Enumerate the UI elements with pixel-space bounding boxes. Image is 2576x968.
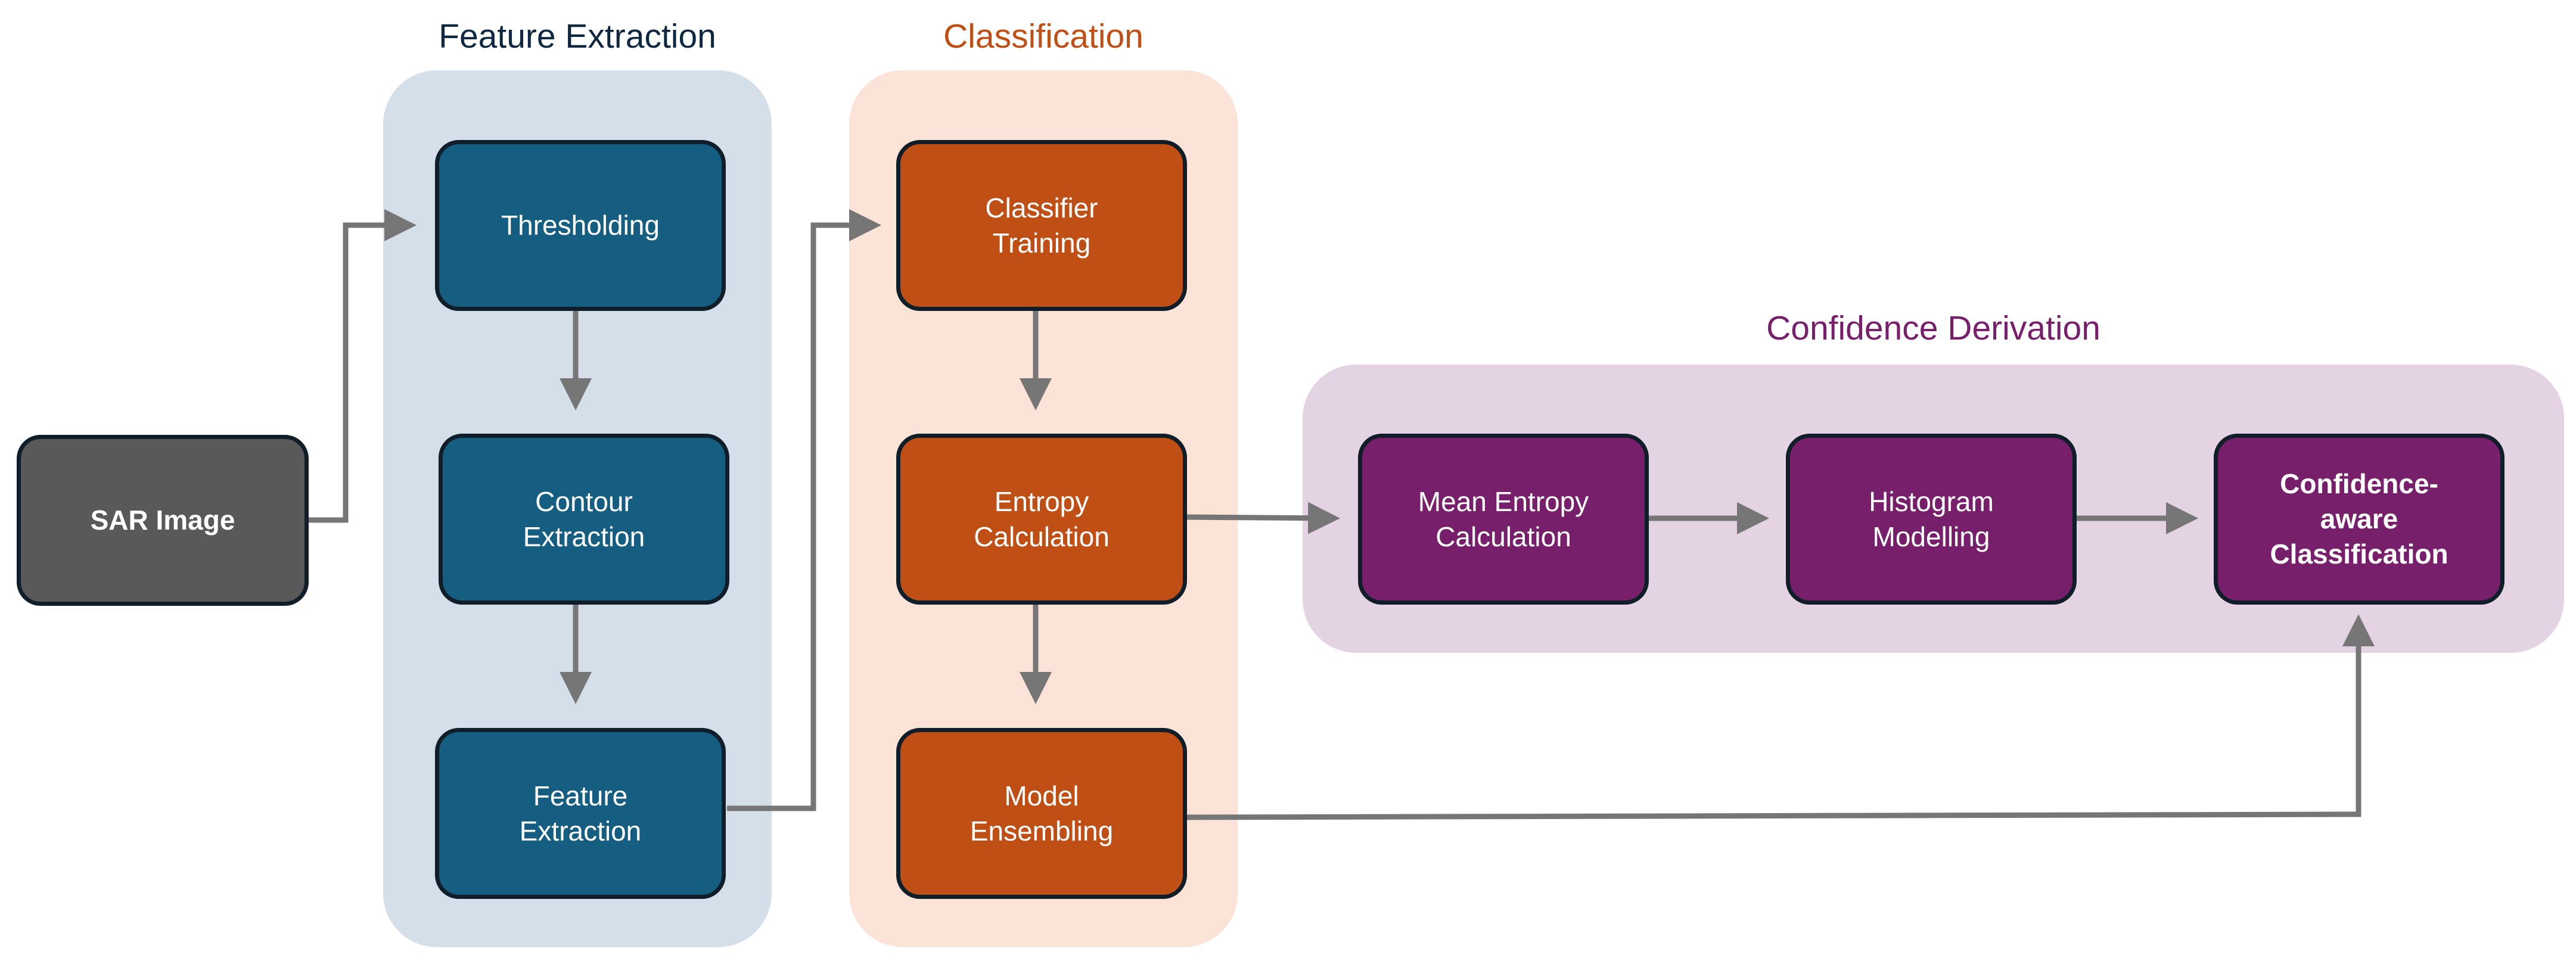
feature-extraction-title: Feature Extraction bbox=[439, 17, 716, 55]
sar-image-node: SAR Image bbox=[17, 435, 309, 606]
classification-title: Classification bbox=[943, 17, 1143, 55]
classifier-training-label: Classifier Training bbox=[985, 192, 1098, 259]
confidence-aware-classification-node: Confidence- aware Classification bbox=[2214, 434, 2504, 605]
confidence-aware-classification-label: Confidence- aware Classification bbox=[2270, 468, 2448, 569]
histogram-modelling-node: Histogram Modelling bbox=[1786, 434, 2077, 605]
model-ensembling-label: Model Ensembling bbox=[970, 780, 1114, 846]
confidence-derivation-title: Confidence Derivation bbox=[1766, 309, 2100, 347]
thresholding-label: Thresholding bbox=[501, 210, 660, 241]
feature-extraction-label: Feature Extraction bbox=[519, 780, 642, 846]
arrow-feature-to-classifier bbox=[727, 209, 881, 811]
sar-image-label: SAR Image bbox=[90, 505, 235, 536]
contour-extraction-label: Contour Extraction bbox=[523, 485, 645, 552]
model-ensembling-node: Model Ensembling bbox=[896, 728, 1187, 899]
arrow-entropy-to-mean-entropy bbox=[1185, 502, 1340, 534]
histogram-modelling-label: Histogram Modelling bbox=[1869, 485, 1994, 552]
arrow-sar-to-thresholding bbox=[307, 209, 417, 523]
thresholding-node: Thresholding bbox=[435, 140, 726, 311]
feature-extraction-node: Feature Extraction bbox=[435, 728, 726, 899]
mean-entropy-calculation-label: Mean Entropy Calculation bbox=[1418, 485, 1589, 552]
entropy-calculation-label: Entropy Calculation bbox=[974, 485, 1110, 552]
contour-extraction-node: Contour Extraction bbox=[439, 434, 729, 605]
entropy-calculation-node: Entropy Calculation bbox=[896, 434, 1187, 605]
mean-entropy-calculation-node: Mean Entropy Calculation bbox=[1358, 434, 1649, 605]
classifier-training-node: Classifier Training bbox=[896, 140, 1187, 311]
arrow-ensembling-to-confidence-aware bbox=[1185, 614, 2375, 820]
